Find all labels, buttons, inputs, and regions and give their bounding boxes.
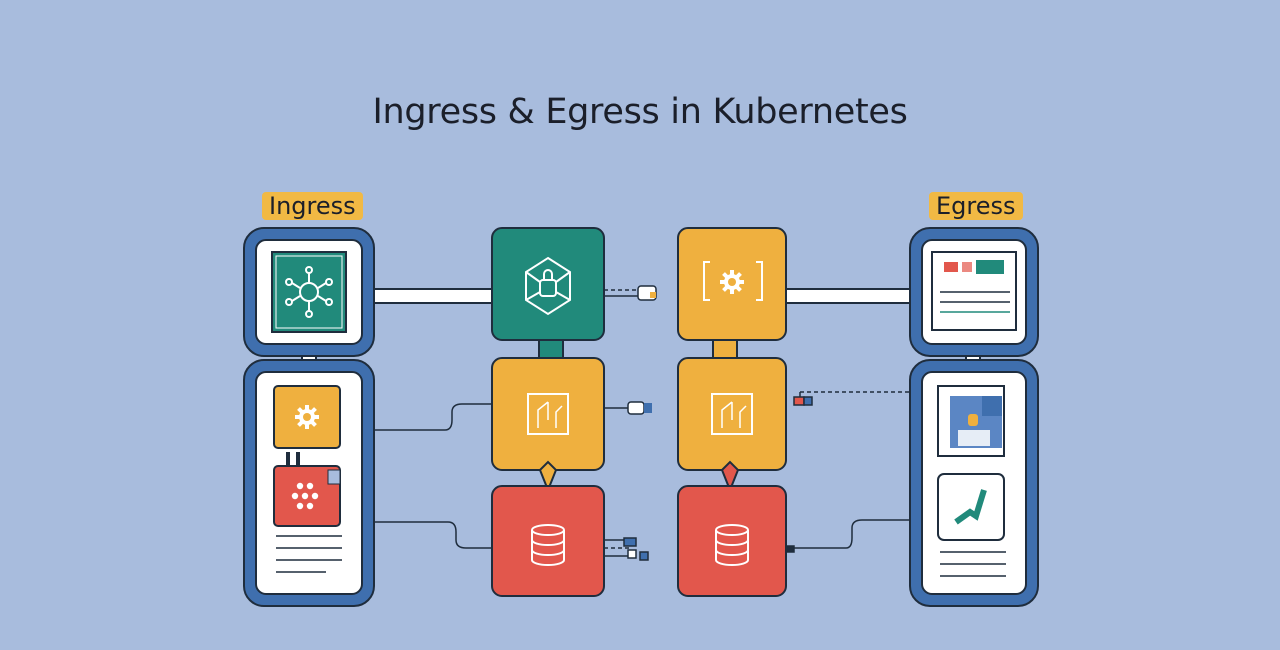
egress-text-lines [940, 551, 1006, 577]
check-icon [937, 473, 1005, 541]
image-icon [937, 385, 1005, 457]
plug-3 [623, 537, 637, 547]
gear-icon [273, 385, 341, 449]
center-right-column [677, 227, 787, 597]
database-icon [677, 485, 787, 597]
wires [372, 289, 910, 557]
route-icon [491, 357, 605, 471]
center-left-column [491, 227, 605, 597]
document-icon [931, 251, 1017, 331]
network-icon [271, 251, 347, 333]
cluster-icon [273, 465, 341, 527]
plug-2 [627, 401, 645, 415]
connector-bars [301, 288, 981, 369]
gear-icon [677, 227, 787, 341]
connector-plugs [623, 285, 813, 561]
egress-label: Egress [929, 192, 1023, 220]
egress-top-bar [785, 288, 911, 304]
network-icon [491, 227, 605, 341]
route-icon [677, 357, 787, 471]
ingress-top-bar [373, 288, 493, 304]
egress-column [909, 227, 1039, 607]
database-icon [491, 485, 605, 597]
ingress-column [243, 227, 375, 607]
ingress-text-lines [276, 535, 342, 573]
page-title: Ingress & Egress in Kubernetes [372, 92, 908, 132]
plug-4 [793, 396, 805, 406]
ingress-label: Ingress [262, 192, 363, 220]
